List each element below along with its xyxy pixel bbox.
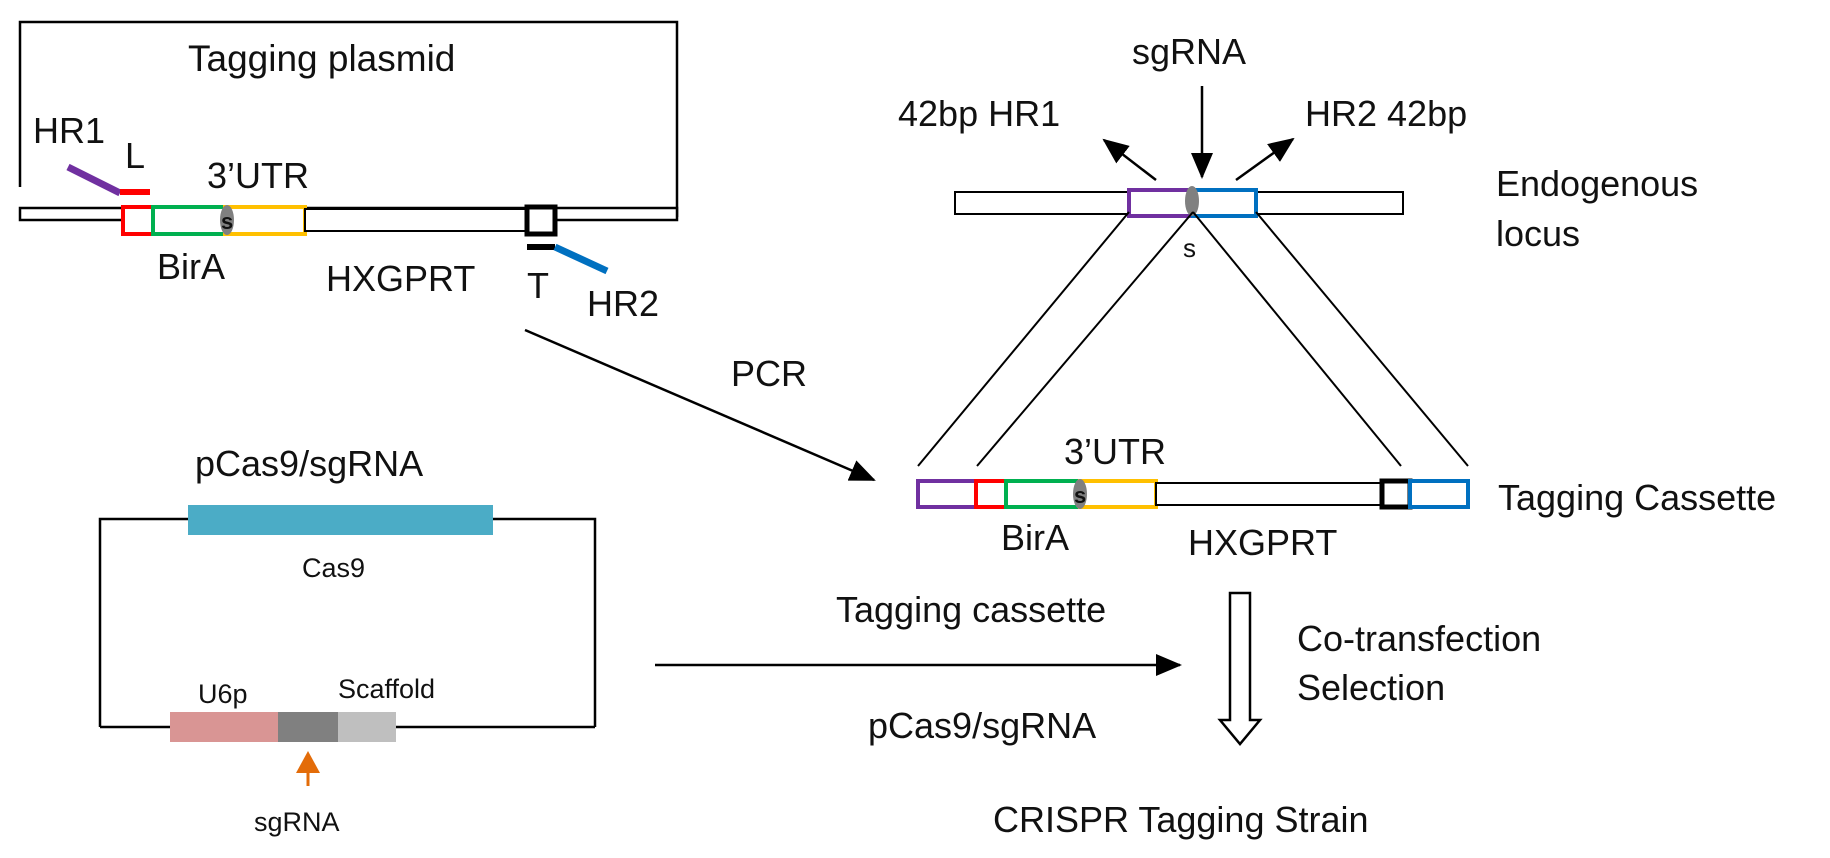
crossover-line-1 [917, 211, 1130, 467]
birA-segment [151, 205, 227, 236]
input-tagging-cassette-label: Tagging cassette [836, 589, 1106, 630]
cassette-linker-segment [974, 479, 1008, 509]
hr2-label: HR2 [587, 283, 659, 324]
cassette-terminator-segment [1379, 478, 1413, 510]
terminator-segment [524, 204, 558, 237]
cas9-gene-block [188, 505, 493, 535]
crossover-line-4 [1255, 211, 1469, 467]
locus-cut-site [1185, 186, 1199, 216]
tagging-cassette: s 3’UTR BirA HXGPRT Tagging Cassette [916, 431, 1776, 563]
locus-sgrna-label: sgRNA [1132, 31, 1246, 72]
scaffold-label: Scaffold [338, 674, 435, 704]
result-strain-label: CRISPR Tagging Strain [993, 799, 1369, 840]
input-pcas9-label: pCas9/sgRNA [868, 705, 1096, 746]
cassette-utr-label: 3’UTR [1064, 431, 1166, 472]
sgrna-spacer-block [278, 712, 338, 742]
cassette-hxgprt-segment [1155, 482, 1383, 506]
endogenous-label-line2: locus [1496, 213, 1580, 254]
u6p-promoter-block [170, 712, 278, 742]
cassette-site-s-label: s [1074, 483, 1086, 508]
hxgprt-label: HXGPRT [326, 258, 475, 299]
hr2-homology-arrow [1235, 137, 1295, 182]
u6p-label: U6p [198, 679, 248, 709]
cassette-hr1-segment [916, 479, 978, 509]
locus-s-label: s [1183, 233, 1196, 263]
locus-hr2-region [1191, 188, 1258, 218]
selection-label: Selection [1297, 667, 1445, 708]
cotransfection-label: Co-transfection [1297, 618, 1541, 659]
crossover-line-3 [1192, 211, 1402, 467]
plasmid-title: Tagging plasmid [188, 38, 455, 79]
pcr-label: PCR [731, 353, 807, 394]
utr-segment [223, 205, 307, 236]
cas9-gene-label: Cas9 [302, 553, 365, 583]
cassette-hr2-segment [1408, 479, 1470, 509]
terminator-label: T [527, 265, 549, 306]
cas9-plasmid: pCas9/sgRNA Cas9 U6p Scaffold sgRNA [98, 443, 597, 837]
endogenous-locus: sgRNA 42bp HR1 HR2 42bp s Endogenous loc… [898, 31, 1698, 263]
birA-label: BirA [157, 246, 225, 287]
cas9-plasmid-title: pCas9/sgRNA [195, 443, 423, 484]
linker-segment [121, 205, 155, 236]
hr1-homology-arrow [1102, 138, 1157, 181]
cassette-utr-segment [1078, 479, 1158, 509]
crossover-line-2 [976, 211, 1194, 467]
endogenous-label-line1: Endogenous [1496, 163, 1698, 204]
tagging-plasmid: s Tagging plasmid HR1 L 3’UTR BirA HXGPR… [18, 20, 679, 324]
cassette-birA-segment [1004, 479, 1082, 509]
hr1-label: HR1 [33, 110, 105, 151]
cassette-site-s-marker [1073, 479, 1087, 509]
selection-hollow-arrow [1217, 591, 1263, 746]
locus-hr2-label: HR2 42bp [1305, 93, 1467, 134]
sgrna-insert-arrowhead [296, 751, 320, 773]
cassette-birA-label: BirA [1001, 517, 1069, 558]
locus-hr1-region [1127, 188, 1195, 218]
recombination-lines [917, 211, 1469, 467]
cas9-sgrna-label: sgRNA [254, 807, 340, 837]
site-s-marker [220, 205, 234, 235]
site-s-label: s [221, 209, 233, 234]
scaffold-block [338, 712, 396, 742]
cotransfection-step: Tagging cassette pCas9/sgRNA Co-transfec… [655, 589, 1541, 840]
linker-label: L [125, 135, 145, 176]
locus-hr1-label: 42bp HR1 [898, 93, 1060, 134]
hxgprt-segment [304, 208, 528, 232]
hr1-arm [66, 163, 122, 197]
plasmid-outline [18, 20, 679, 217]
cassette-title-label: Tagging Cassette [1498, 477, 1776, 518]
hr2-arm [553, 243, 609, 275]
pcr-arrow [524, 328, 876, 482]
utr-label: 3’UTR [207, 155, 309, 196]
cassette-hxgprt-label: HXGPRT [1188, 522, 1337, 563]
